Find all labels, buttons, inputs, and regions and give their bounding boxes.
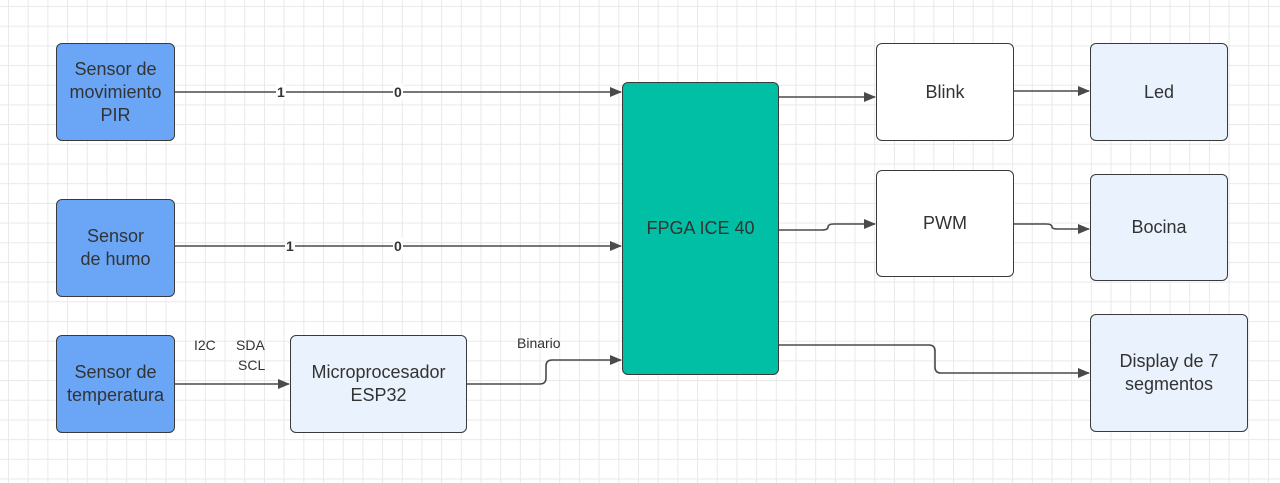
temperature-sensor-box: Sensor de temperatura [56, 335, 175, 433]
i2c-label: I2C [194, 337, 216, 353]
smoke-bit-one-label: 1 [285, 238, 295, 254]
fpga-to-pwm-line [779, 219, 876, 231]
blink-module-box: Blink [876, 43, 1014, 141]
seven-segment-display-box: Display de 7 segmentos [1090, 314, 1248, 432]
sda-label: SDA [236, 337, 265, 353]
fpga-to-display-line [779, 344, 1090, 378]
fpga-ice40-box: FPGA ICE 40 [622, 82, 779, 375]
led-output-box: Led [1090, 43, 1228, 141]
pir-motion-sensor-box: Sensor de movimiento PIR [56, 43, 175, 141]
pir-bit-zero-label: 0 [393, 84, 403, 100]
pwm-module-box: PWM [876, 170, 1014, 277]
esp32-microprocessor-box: Microprocesador ESP32 [290, 335, 467, 433]
binary-label: Binario [517, 335, 561, 351]
pir-bit-one-label: 1 [276, 84, 286, 100]
horn-output-box: Bocina [1090, 174, 1228, 281]
pwm-to-horn-line [1014, 223, 1090, 234]
smoke-sensor-box: Sensor de humo [56, 199, 175, 297]
smoke-bit-zero-label: 0 [393, 238, 403, 254]
scl-label: SCL [238, 357, 266, 373]
esp32-to-fpga-line [466, 355, 622, 385]
